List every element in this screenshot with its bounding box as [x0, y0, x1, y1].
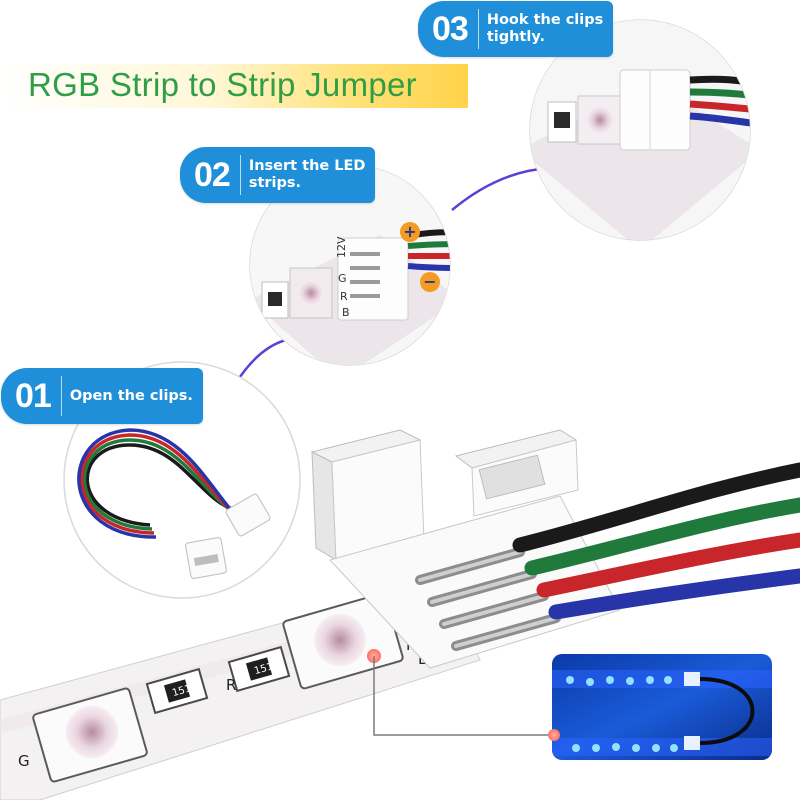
- circle2-pin-r: R: [340, 290, 348, 303]
- strip-pin-g-2: G: [18, 752, 30, 770]
- page-title: RGB Strip to Strip Jumper: [28, 66, 417, 103]
- step-3-tick: [596, 38, 601, 43]
- step-3-badge: 03 Hook the clips tightly.: [418, 1, 614, 57]
- step-2-badge: 02 Insert the LED strips.: [180, 147, 376, 203]
- strip-pin-r-2: R: [226, 676, 236, 694]
- step-3-divider: [477, 9, 479, 49]
- step-2-number: 02: [194, 155, 231, 194]
- polarity-minus-badge: −: [420, 272, 440, 292]
- callout-line-inset: [373, 656, 552, 736]
- circle2-pin-g: G: [338, 272, 347, 285]
- resistor-code-2: 151: [253, 661, 274, 677]
- step-1-badge: 01 Open the clips.: [1, 368, 203, 424]
- step-1-tick: [176, 405, 181, 410]
- title-banner: [0, 64, 468, 108]
- lit-strip-inset: [548, 654, 772, 760]
- circle2-pin-12v: 12V: [335, 236, 348, 258]
- step-1-divider: [60, 376, 62, 416]
- step-2-text: Insert the LED strips.: [248, 158, 366, 191]
- polarity-plus-badge: +: [400, 222, 420, 242]
- resistor-code-1: 151: [171, 683, 192, 699]
- circle2-pin-b: B: [342, 306, 350, 319]
- led-strip: 151 151 12V G R B R G: [0, 579, 481, 800]
- step-2-divider: [239, 155, 241, 195]
- step2-detail-circle: [249, 164, 451, 366]
- step-3-text: Hook the clips tightly.: [486, 12, 604, 45]
- step-3-number: 03: [432, 9, 469, 48]
- callout-line-2-3: [451, 166, 553, 211]
- step-1-text: Open the clips.: [69, 387, 193, 404]
- rgb-wires: [512, 462, 800, 620]
- step-2-tick: [360, 184, 365, 189]
- step-1-number: 01: [15, 376, 52, 415]
